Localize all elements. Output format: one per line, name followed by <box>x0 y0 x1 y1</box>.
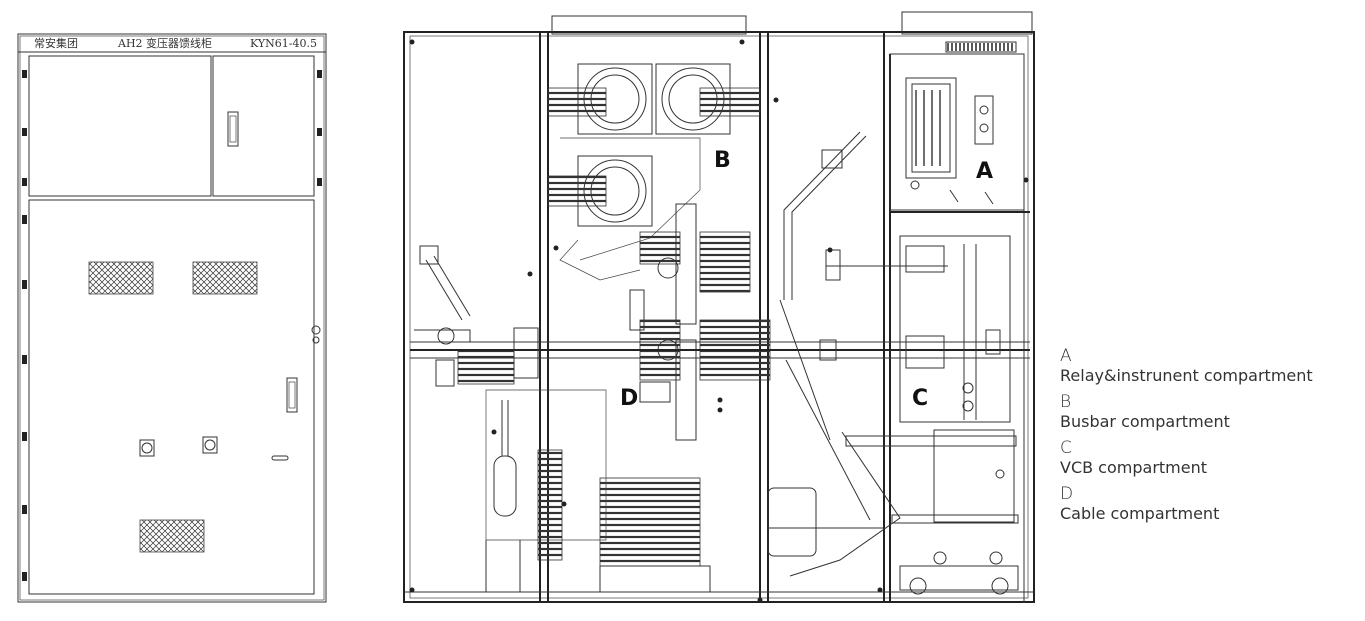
section-label-a: A <box>976 159 993 184</box>
operating-linkage <box>767 131 901 577</box>
legend-item-a: A Relay&instrunent compartment <box>1060 346 1360 386</box>
front-header-center: AH2 变压器馈线柜 <box>117 36 212 50</box>
relay-compartment-box <box>889 53 1025 211</box>
front-view-panel: 常安集团 AH2 变压器馈线柜 KYN61-40.5 <box>17 33 327 603</box>
lower-door-handle <box>286 377 298 413</box>
compartment-legend: A Relay&instrunent compartment B Busbar … <box>1060 346 1360 530</box>
legend-description: Relay&instrunent compartment <box>1060 366 1313 385</box>
vent-grille-bottom <box>139 519 205 553</box>
vcb-breaker <box>825 235 1019 595</box>
legend-letter: C <box>1060 438 1072 458</box>
frame-bolts <box>409 39 1029 603</box>
front-header-left: 常安集团 <box>34 36 78 50</box>
legend-letter: B <box>1060 392 1072 412</box>
top-duct <box>551 15 747 35</box>
lv-top-box <box>901 11 1033 35</box>
upper-door-handle <box>227 111 239 147</box>
legend-description: Busbar compartment <box>1060 412 1230 431</box>
operating-hole-left <box>139 439 155 457</box>
vent-grille-left <box>88 261 154 295</box>
section-label-b: B <box>714 148 731 173</box>
section-frame <box>403 31 1035 603</box>
legend-item-b: B Busbar compartment <box>1060 392 1360 432</box>
section-view: A B C D <box>403 11 1035 603</box>
upper-left-door <box>28 55 212 197</box>
legend-description: Cable compartment <box>1060 504 1220 523</box>
section-label-c: C <box>912 386 928 411</box>
legend-item-d: D Cable compartment <box>1060 484 1360 524</box>
cable-details <box>485 381 711 593</box>
horizontal-busbar <box>410 329 1030 361</box>
operating-hole-right <box>202 436 218 454</box>
legend-letter: A <box>1060 346 1072 366</box>
upper-right-door <box>212 55 315 197</box>
legend-item-c: C VCB compartment <box>1060 438 1360 478</box>
terminal-strip <box>945 41 1017 53</box>
slot-indicator <box>271 455 289 461</box>
legend-letter: D <box>1060 484 1074 504</box>
vent-grille-right <box>192 261 258 295</box>
lower-door <box>28 199 315 595</box>
front-panel-outline <box>17 33 327 603</box>
section-label-d: D <box>620 386 638 411</box>
earthing-switch <box>414 245 539 387</box>
front-header-right: KYN61-40.5 <box>250 37 317 50</box>
legend-description: VCB compartment <box>1060 458 1208 477</box>
relay-devices <box>905 77 994 205</box>
